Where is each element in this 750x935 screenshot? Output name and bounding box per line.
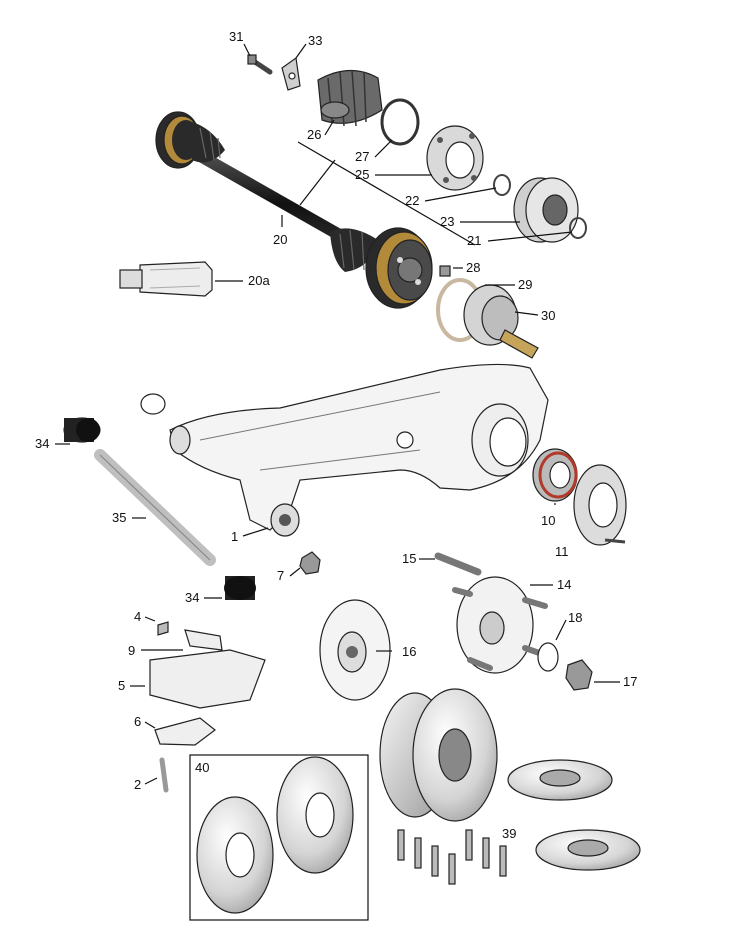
callout-16: 16 (402, 644, 416, 659)
trailing-arm-1 (169, 363, 549, 537)
driveshaft (155, 111, 433, 309)
callout-35: 35 (112, 510, 126, 525)
callout-18: 18 (568, 610, 582, 625)
callout-33: 33 (308, 33, 322, 48)
cv-boot-26 (317, 69, 383, 127)
callout-7: 7 (277, 568, 284, 583)
callout-22: 22 (405, 193, 419, 208)
callout-34-top: 34 (35, 436, 49, 451)
callout-15: 15 (402, 551, 416, 566)
snap-ring-21 (569, 217, 587, 239)
callout-14: 14 (557, 577, 571, 592)
bushing-34-bottom (224, 576, 256, 600)
stud-15 (434, 552, 482, 576)
callout-5: 5 (118, 678, 125, 693)
brake-drum-16 (319, 599, 391, 701)
thin-spacers-40 (196, 756, 354, 914)
circlip-22 (493, 174, 511, 196)
bearing-23 (513, 177, 579, 243)
callout-11: 11 (555, 544, 569, 559)
callout-40: 40 (195, 760, 209, 775)
nut-7 (299, 551, 321, 575)
callout-17: 17 (623, 674, 637, 689)
leader-lines (55, 43, 620, 785)
callout-20a: 20a (248, 273, 270, 288)
bracket-6 (154, 717, 216, 746)
callout-labels: 31 33 26 27 25 22 23 21 20 20a 28 29 30 … (35, 29, 637, 841)
callout-26: 26 (307, 127, 321, 142)
plate-5 (149, 649, 266, 709)
callout-23: 23 (440, 214, 454, 229)
bolt-2 (159, 757, 169, 793)
bushing-34-top (63, 417, 101, 443)
callout-39: 39 (502, 826, 516, 841)
callout-2: 2 (134, 777, 141, 792)
spacer-pair-39 (379, 688, 641, 871)
bearing-cover-11 (573, 464, 627, 546)
castle-nut-17 (565, 659, 593, 691)
stub-axle-30 (463, 284, 539, 359)
washer (140, 393, 166, 415)
callout-4: 4 (134, 609, 141, 624)
callout-27: 27 (355, 149, 369, 164)
callout-21: 21 (467, 233, 481, 248)
callout-30: 30 (541, 308, 555, 323)
boot-clamp-27 (380, 98, 420, 146)
callout-31: 31 (229, 29, 243, 44)
wheel-bearing-10 (532, 448, 578, 502)
washer-18 (537, 642, 559, 672)
callout-20: 20 (273, 232, 287, 247)
callout-34-bottom: 34 (185, 590, 199, 605)
wheel-hub-14 (452, 576, 548, 674)
lock-plate-33 (281, 56, 301, 91)
outer-cv-joint (330, 227, 433, 309)
torsion-bar-edge (99, 454, 211, 561)
callout-6: 6 (134, 714, 141, 729)
bolt-31 (247, 54, 273, 75)
callout-25: 25 (355, 167, 369, 182)
cap-4 (157, 621, 169, 636)
callout-1: 1 (231, 529, 238, 544)
nut-28 (439, 265, 451, 277)
bolts-39 (397, 829, 507, 885)
callout-9: 9 (128, 643, 135, 658)
grease-tube-20a (119, 261, 213, 297)
flange-cover-25 (426, 125, 484, 191)
callout-29: 29 (518, 277, 532, 292)
inner-cv-joint (155, 111, 225, 169)
callout-28: 28 (466, 260, 480, 275)
bracket-9 (184, 629, 223, 651)
callout-10: 10 (541, 513, 555, 528)
